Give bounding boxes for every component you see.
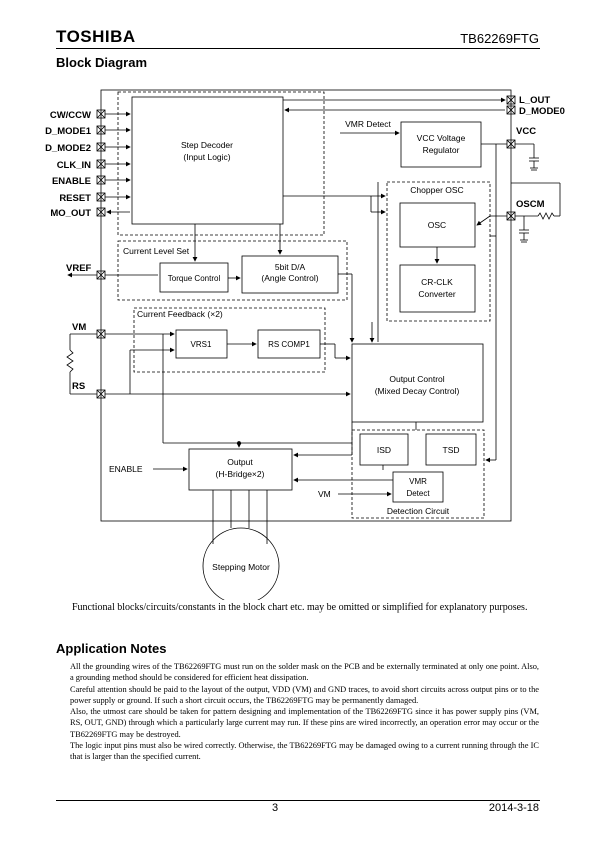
osc-box: [399, 202, 476, 248]
vmr-detect-label: VMR Detect: [345, 119, 391, 129]
pin-l-out: L_OUT: [519, 95, 550, 106]
cr-clk-sublabel: Converter: [418, 289, 455, 299]
output-hbridge-box: [188, 448, 293, 491]
block-diagram-title: Block Diagram: [56, 55, 148, 70]
vmr-label: VMR: [409, 477, 427, 486]
note-paragraph: Careful attention should be paid to the …: [70, 684, 539, 705]
torque-control-box: [159, 262, 229, 293]
pin-d-mode1: D_MODE1: [45, 126, 92, 137]
vcc-regulator-sublabel: Regulator: [423, 145, 460, 155]
header-divider: [56, 48, 540, 49]
dac-sublabel: (Angle Control): [261, 273, 318, 283]
application-notes-body: All the grounding wires of the TB62269FT…: [70, 661, 539, 763]
part-number: TB62269FTG: [460, 31, 539, 46]
enable-bottom-label: ENABLE: [109, 464, 143, 474]
output-control-sublabel: (Mixed Decay Control): [375, 386, 460, 396]
application-notes-title: Application Notes: [56, 641, 167, 656]
torque-control-label: Torque Control: [168, 274, 221, 283]
pin-mo-out: MO_OUT: [50, 208, 91, 219]
vmr-detect-box: [392, 471, 444, 503]
page-number: 3: [272, 802, 279, 814]
output-sublabel: (H-Bridge×2): [216, 469, 265, 479]
stepping-motor-label: Stepping Motor: [212, 562, 270, 572]
step-decoder-box: [131, 96, 284, 225]
pin-vcc: VCC: [516, 126, 536, 137]
vrs1-label: VRS1: [191, 340, 212, 349]
pin-clk-in: CLK_IN: [57, 160, 91, 171]
pin-d-mode0: D_MODE0: [519, 106, 565, 117]
pin-enable: ENABLE: [52, 176, 91, 187]
note-paragraph: Also, the utmost care should be taken fo…: [70, 707, 539, 739]
chopper-osc-group: [386, 181, 491, 322]
pin-vm: VM: [72, 322, 86, 333]
vmr-detect-sublabel: Detect: [406, 489, 430, 498]
step-decoder-label: Step Decoder: [181, 140, 233, 150]
note-paragraph: The logic input pins must also be wired …: [70, 741, 539, 762]
tsd-box: [425, 433, 477, 466]
step-decoder-sublabel: (Input Logic): [183, 152, 230, 162]
chopper-osc-label: Chopper OSC: [410, 185, 463, 195]
diagram-caption: Functional blocks/circuits/constants in …: [72, 602, 528, 613]
dac-label: 5bit D/A: [275, 262, 306, 272]
output-control-label: Output Control: [389, 374, 444, 384]
logic-group: [117, 91, 325, 236]
stepping-motor: [202, 527, 280, 600]
osc-label: OSC: [428, 220, 446, 230]
right-pin-labels: L_OUT D_MODE0 VCC OSCM: [516, 95, 565, 210]
detection-circuit-group: [351, 429, 485, 519]
current-level-set-group: [117, 240, 348, 301]
pin-vref: VREF: [66, 263, 92, 274]
pin-rs: RS: [72, 381, 85, 392]
footer-divider: [56, 800, 540, 801]
dac-box: [241, 255, 339, 294]
left-pin-labels: CW/CCW D_MODE1 D_MODE2 CLK_IN ENABLE RES…: [45, 110, 92, 219]
current-feedback-group: [133, 307, 326, 373]
isd-box: [359, 433, 409, 466]
vcc-regulator-label: VCC Voltage: [417, 133, 466, 143]
note-paragraph: All the grounding wires of the TB62269FT…: [70, 662, 539, 683]
isd-label: ISD: [377, 445, 391, 455]
output-label: Output: [227, 457, 253, 467]
block-diagram: CW/CCW D_MODE1 D_MODE2 CLK_IN ENABLE RES…: [45, 89, 565, 600]
vcc-regulator-box: [400, 121, 482, 168]
pin-oscm: OSCM: [516, 199, 545, 210]
cr-clk-box: [399, 264, 476, 313]
vm-bottom-label: VM: [318, 489, 331, 499]
pin-cw-ccw: CW/CCW: [50, 110, 91, 121]
current-level-set-label: Current Level Set: [123, 246, 190, 256]
output-control-box: [351, 343, 484, 423]
footer-date: 2014-3-18: [488, 802, 539, 814]
detection-circuit-label: Detection Circuit: [387, 506, 450, 516]
rs-comp1-label: RS COMP1: [268, 340, 310, 349]
ic-outline: [100, 89, 512, 522]
pin-reset: RESET: [59, 193, 91, 204]
pin-d-mode2: D_MODE2: [45, 143, 91, 154]
current-feedback-label: Current Feedback (×2): [137, 309, 223, 319]
cr-clk-label: CR-CLK: [421, 277, 453, 287]
toshiba-logo: TOSHIBA: [56, 27, 136, 46]
tsd-label: TSD: [443, 445, 460, 455]
